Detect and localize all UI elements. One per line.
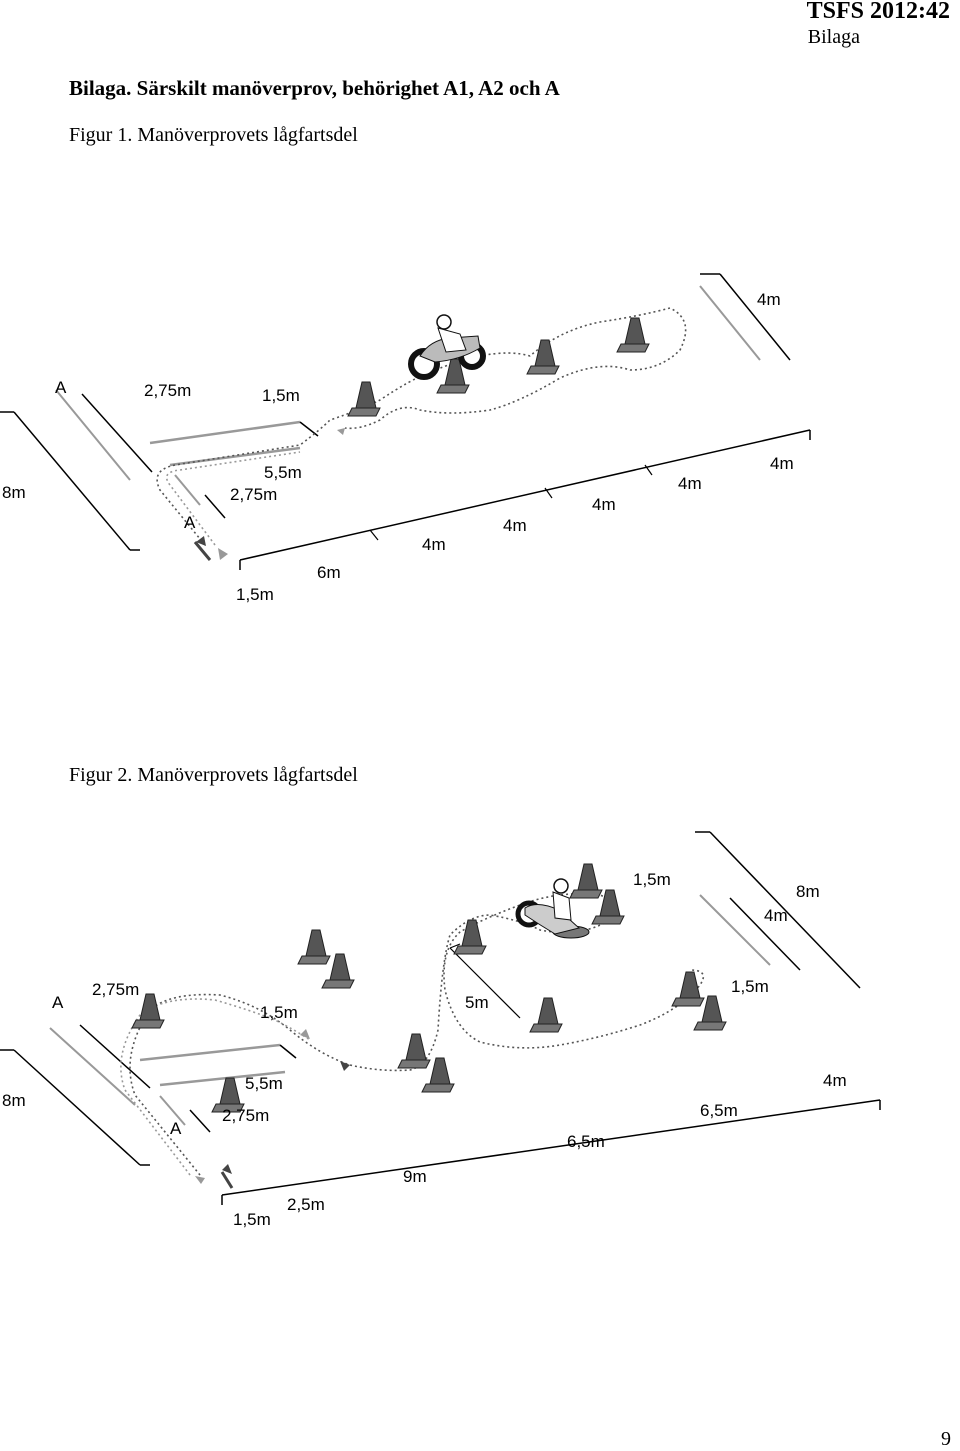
fig2-label: 6,5m (567, 1132, 605, 1151)
fig2-label: 4m (764, 906, 788, 925)
page-number: 9 (941, 1428, 951, 1450)
fig2-label: 5,5m (245, 1074, 283, 1093)
fig1-label: 6m (317, 563, 341, 582)
motorcycle-icon (408, 314, 486, 380)
page-title: Bilaga. Särskilt manöverprov, behörighet… (69, 76, 560, 100)
figure-1-caption: Figur 1. Manöverprovets lågfartsdel (69, 124, 358, 146)
fig2-label: A (52, 993, 64, 1012)
fig1-label: 5,5m (264, 463, 302, 482)
fig1-label: 4m (422, 535, 446, 554)
fig2-label: 2,75m (92, 980, 139, 999)
fig1-label: 4m (757, 290, 781, 309)
fig1-label: 4m (592, 495, 616, 514)
fig2-label: A (170, 1119, 182, 1138)
motorcycle-icon (515, 878, 590, 939)
fig1-label: A (184, 513, 196, 532)
fig2-label: 5m (465, 993, 489, 1012)
fig2-label: 8m (2, 1091, 26, 1110)
fig2-label: 1,5m (260, 1003, 298, 1022)
fig2-label: 2,5m (287, 1195, 325, 1214)
fig2-label: 1,5m (633, 870, 671, 889)
header-code: TSFS 2012:42 (806, 0, 950, 24)
fig1-label: 2,75m (144, 381, 191, 400)
fig2-label: 6,5m (700, 1101, 738, 1120)
fig1-label: 1,5m (236, 585, 274, 604)
fig2-label: 2,75m (222, 1106, 269, 1125)
header-subtitle: Bilaga (807, 26, 860, 48)
fig1-label: 2,75m (230, 485, 277, 504)
fig1-label: 8m (2, 483, 26, 502)
figure-2-diagram: 1,5m 8m 4m A 2,75m 1,5m 5m 1,5m 8m 5,5m … (0, 831, 881, 1229)
figure-2-caption: Figur 2. Manöverprovets lågfartsdel (69, 764, 358, 786)
fig2-label: 4m (823, 1071, 847, 1090)
figure-1-diagram: A 2,75m 1,5m 4m 8m 5,5m 2,75m A 1,5m 6m … (0, 273, 811, 604)
fig2-label: 8m (796, 882, 820, 901)
fig2-label: 1,5m (731, 977, 769, 996)
fig1-label: 4m (770, 454, 794, 473)
fig1-label: A (55, 378, 67, 397)
fig2-label: 1,5m (233, 1210, 271, 1229)
fig1-label: 4m (678, 474, 702, 493)
fig1-label: 4m (503, 516, 527, 535)
fig1-label: 1,5m (262, 386, 300, 405)
fig2-label: 9m (403, 1167, 427, 1186)
